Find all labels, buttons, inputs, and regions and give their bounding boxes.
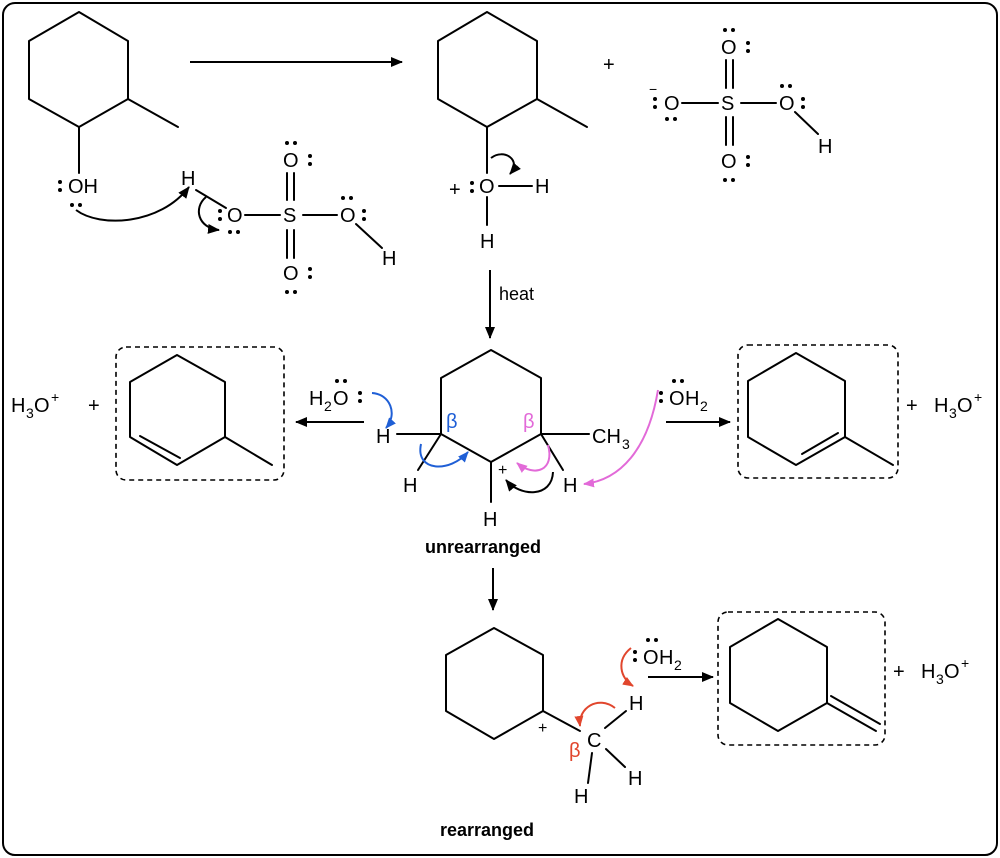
o-label: O bbox=[340, 205, 356, 227]
oh2-o-label: O bbox=[643, 647, 659, 669]
oh2-h-label: H bbox=[659, 647, 673, 669]
methylcyclohexene-3 bbox=[129, 354, 273, 466]
primary-carbocation: + C β H H H bbox=[445, 627, 643, 808]
curved-arrow-c-o-bond bbox=[490, 153, 521, 175]
oh2-sub-label: 2 bbox=[700, 398, 708, 414]
curved-arrow-red-water bbox=[620, 647, 634, 687]
protonated-alcohol: + O H H bbox=[437, 11, 588, 253]
o-label: O bbox=[721, 151, 737, 173]
plus-sign: + bbox=[603, 54, 615, 76]
h3o-sub-label: 3 bbox=[949, 405, 957, 421]
h3o-h-label: H bbox=[11, 395, 25, 417]
curved-arrow-red-ch bbox=[574, 701, 616, 727]
s-label: S bbox=[283, 205, 296, 227]
rearranged-label: rearranged bbox=[440, 820, 534, 840]
curved-arrow-pink-ch bbox=[516, 444, 551, 473]
h-label: H bbox=[181, 168, 195, 190]
beta-blue-label: β bbox=[446, 411, 458, 433]
methylcyclohexene-1 bbox=[747, 352, 894, 466]
product-box-right bbox=[737, 344, 899, 479]
o-label: O bbox=[283, 150, 299, 172]
secondary-carbocation: CH 3 H H H H + β β bbox=[376, 349, 630, 531]
h3o-plus-label: + bbox=[961, 655, 969, 671]
methylcyclohexanol: OH bbox=[28, 11, 179, 207]
curved-arrow-oh-to-h bbox=[75, 186, 190, 222]
h3o-sub-label: 3 bbox=[936, 671, 944, 687]
h2o-o-label: O bbox=[333, 388, 349, 410]
o-label: O bbox=[227, 205, 243, 227]
h-label: H bbox=[563, 475, 577, 497]
o-label: O bbox=[721, 37, 737, 59]
o-label: O bbox=[664, 93, 680, 115]
ch3-c-label: CH bbox=[592, 426, 621, 448]
c-label: C bbox=[587, 730, 601, 752]
h3o-sub-label: 3 bbox=[26, 405, 34, 421]
h-label: H bbox=[629, 693, 643, 715]
product-box-left bbox=[115, 346, 285, 481]
h-label: H bbox=[535, 176, 549, 198]
curved-arrow-pink-water bbox=[583, 389, 659, 488]
minus-label: − bbox=[649, 81, 657, 97]
oh-label: OH bbox=[68, 176, 98, 198]
o-label: O bbox=[779, 93, 795, 115]
h3o-plus-label: + bbox=[974, 389, 982, 405]
plus-sign: + bbox=[906, 395, 918, 417]
h2o-h-label: H bbox=[309, 388, 323, 410]
beta-red-label: β bbox=[569, 740, 581, 762]
bisulfate-anion: − O S O O O H bbox=[649, 28, 832, 182]
curved-arrow-hydride-shift bbox=[505, 471, 554, 494]
curved-arrow-blue-ch bbox=[419, 443, 469, 468]
sulfuric-acid: H O S O O O H bbox=[181, 141, 396, 294]
h3o-h-label: H bbox=[934, 395, 948, 417]
curved-arrow-oh-to-o bbox=[197, 196, 220, 234]
h3o-o-label: O bbox=[944, 661, 960, 683]
h-label: H bbox=[376, 426, 390, 448]
product-box-bottom bbox=[717, 611, 886, 746]
carbocation-plus-label: + bbox=[498, 462, 507, 479]
h-label: H bbox=[483, 509, 497, 531]
h3o-plus-label: + bbox=[51, 389, 59, 405]
unrearranged-label: unrearranged bbox=[425, 537, 541, 557]
water-base-right: O H 2 bbox=[659, 379, 708, 414]
h-label: H bbox=[818, 136, 832, 158]
heat-label: heat bbox=[499, 284, 534, 304]
water-base-left: H 2 O bbox=[309, 379, 362, 414]
beta-pink-label: β bbox=[523, 411, 535, 433]
curved-arrow-blue-water bbox=[371, 392, 396, 429]
oh2-sub-label: 2 bbox=[674, 657, 682, 673]
o-label: O bbox=[283, 263, 299, 285]
h3o-h-label: H bbox=[921, 661, 935, 683]
h-label: H bbox=[480, 231, 494, 253]
oh2-o-label: O bbox=[669, 388, 685, 410]
h-label: H bbox=[574, 786, 588, 808]
water-base-bottom: O H 2 bbox=[633, 638, 682, 673]
ch3-sub-label: 3 bbox=[622, 436, 630, 452]
h3o-o-label: O bbox=[957, 395, 973, 417]
h-label: H bbox=[403, 475, 417, 497]
h-label: H bbox=[628, 768, 642, 790]
h-label: H bbox=[382, 248, 396, 270]
plus-sign: + bbox=[893, 661, 905, 683]
methylenecyclohexane bbox=[729, 618, 881, 732]
plus-sign: + bbox=[88, 395, 100, 417]
o-label: O bbox=[479, 176, 495, 198]
s-label: S bbox=[721, 93, 734, 115]
oh2-h-label: H bbox=[685, 388, 699, 410]
h3o-o-label: O bbox=[34, 395, 50, 417]
carbocation-plus-label: + bbox=[538, 720, 547, 737]
plus-label: + bbox=[449, 179, 461, 201]
h2o-sub-label: 2 bbox=[324, 398, 332, 414]
